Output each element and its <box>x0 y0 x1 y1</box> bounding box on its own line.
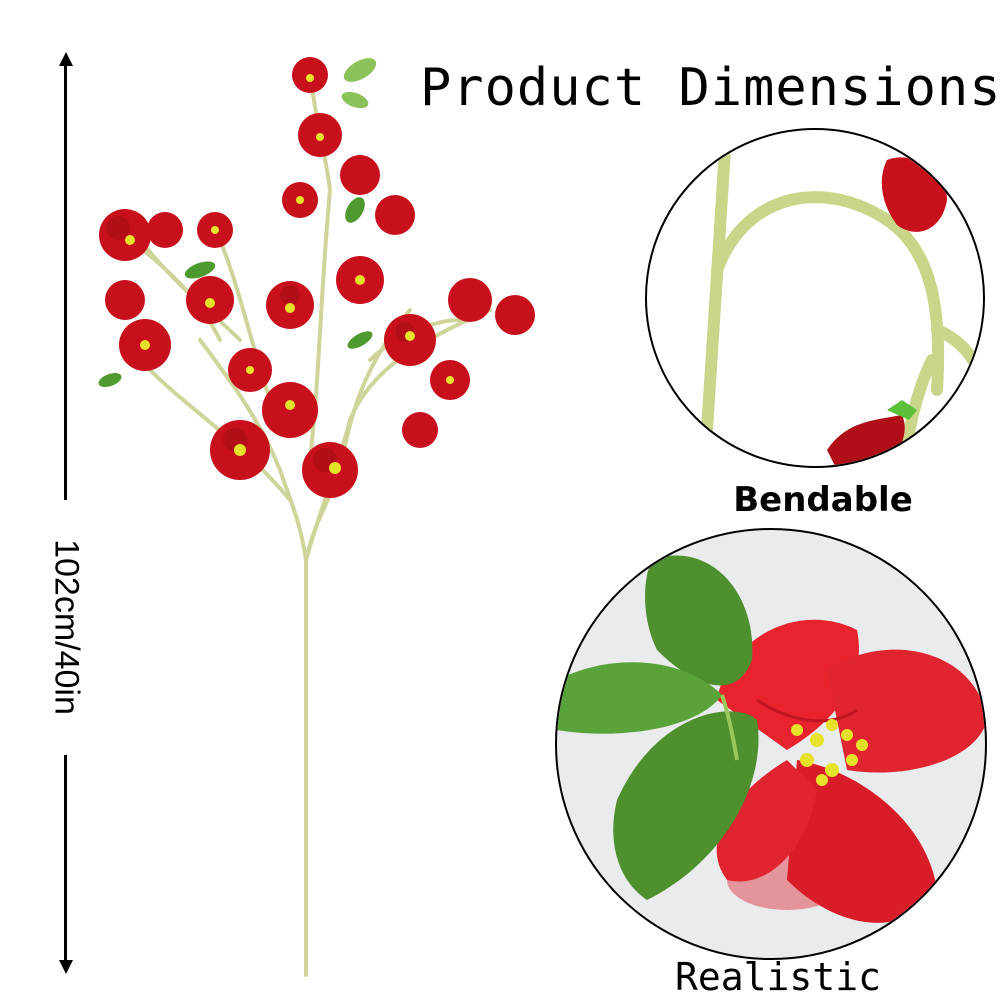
arrow-down-icon <box>59 960 73 974</box>
dimension-line-bottom <box>64 755 67 963</box>
dimension-label: 102cm/40in <box>47 539 86 715</box>
arrow-up-icon <box>59 52 73 66</box>
flower-cluster <box>99 57 535 498</box>
feature-label-realistic: Realistic <box>675 955 881 999</box>
flower-petal-stamen-closeup-image <box>557 555 985 923</box>
product-image <box>98 57 535 977</box>
page-title: Product Dimensions <box>420 58 1000 118</box>
feature-image-realistic <box>555 528 987 960</box>
dimension-line-top <box>64 64 67 500</box>
bent-stem-closeup-image <box>701 144 983 466</box>
feature-label-bendable: Bendable <box>733 480 913 520</box>
feature-image-bendable <box>645 128 985 468</box>
